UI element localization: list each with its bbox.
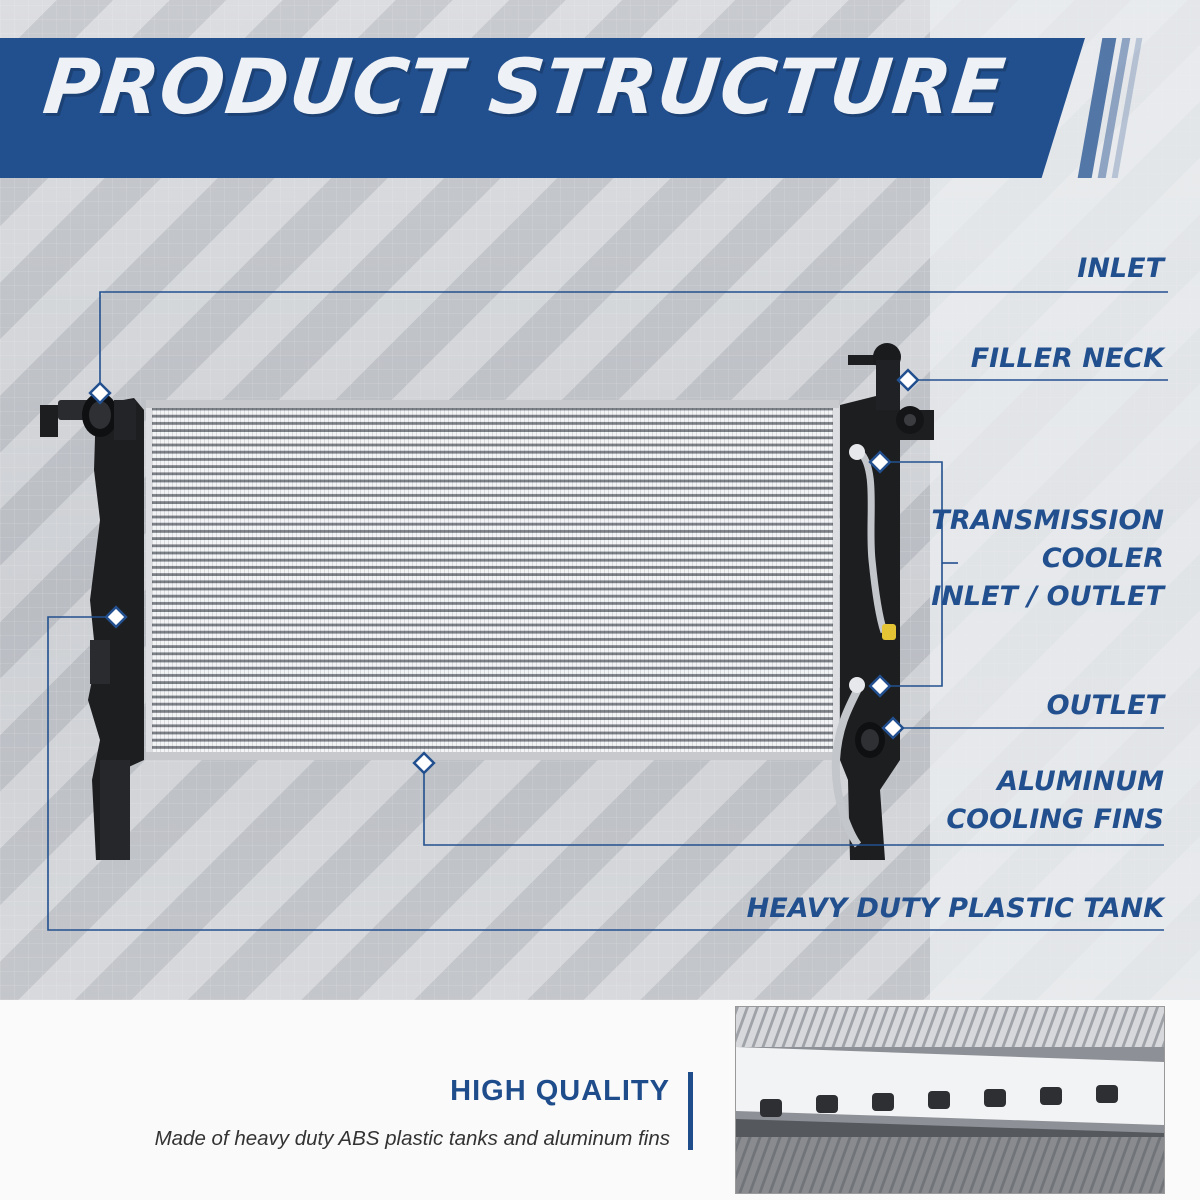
fin-closeup-illustration xyxy=(736,1007,1164,1193)
marker-fins xyxy=(412,751,436,775)
inlet-pipe xyxy=(82,393,136,440)
marker-inlet xyxy=(88,381,112,405)
callout-lines xyxy=(47,291,1168,931)
label-transmission-line2: COOLER xyxy=(1041,543,1164,574)
label-tank: HEAVY DUTY PLASTIC TANK xyxy=(746,893,1164,924)
label-filler-neck: FILLER NECK xyxy=(970,343,1164,374)
label-transmission: TRANSMISSION COOLER INLET / OUTLET xyxy=(931,502,1164,616)
marker-outlet xyxy=(881,716,905,740)
label-fins: ALUMINUM COOLING FINS xyxy=(946,763,1164,839)
filler-neck xyxy=(848,343,924,434)
quality-title: HIGH QUALITY xyxy=(450,1075,670,1107)
marker-tank xyxy=(104,605,128,629)
quality-description: Made of heavy duty ABS plastic tanks and… xyxy=(154,1127,670,1150)
marker-transmission-top xyxy=(868,450,892,474)
label-fins-line1: ALUMINUM xyxy=(997,766,1164,797)
label-outlet: OUTLET xyxy=(1046,690,1164,721)
quality-divider xyxy=(688,1072,693,1150)
outlet-pipe xyxy=(855,722,885,758)
transmission-line xyxy=(831,444,896,848)
radiator-illustration xyxy=(40,291,1168,931)
marker-transmission-bottom xyxy=(868,674,892,698)
label-fins-line2: COOLING FINS xyxy=(946,804,1164,835)
callout-markers xyxy=(88,368,920,775)
label-transmission-line3: INLET / OUTLET xyxy=(931,581,1164,612)
label-transmission-line1: TRANSMISSION xyxy=(931,505,1164,536)
label-inlet: INLET xyxy=(1077,253,1164,284)
aluminum-core xyxy=(146,400,839,760)
left-tank xyxy=(40,398,144,860)
marker-filler-neck xyxy=(896,368,920,392)
fin-closeup-photo xyxy=(735,1006,1165,1194)
title-banner xyxy=(0,38,1085,178)
